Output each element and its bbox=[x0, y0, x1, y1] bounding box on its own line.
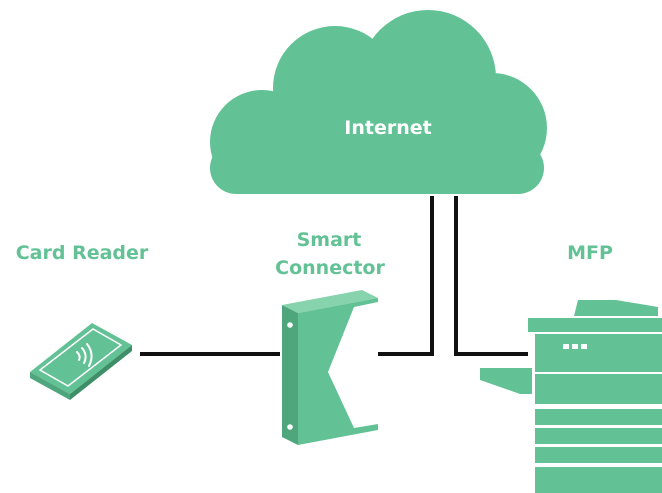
card-reader-icon bbox=[30, 323, 132, 400]
connector-to-internet-line bbox=[378, 196, 434, 356]
internet-label: Internet bbox=[344, 117, 431, 139]
smart-connector-label-line1: Smart bbox=[297, 229, 362, 251]
card-reader: Card Reader bbox=[16, 242, 149, 400]
contactless-waves-icon bbox=[76, 343, 93, 367]
internet-to-mfp-line bbox=[454, 196, 528, 356]
mfp: MFP bbox=[480, 242, 662, 493]
control-panel-buttons bbox=[563, 344, 587, 349]
internet-cloud: Internet bbox=[210, 10, 547, 194]
printer-icon bbox=[480, 300, 662, 493]
smart-connector-label-line2: Connector bbox=[275, 257, 385, 279]
mfp-label: MFP bbox=[567, 242, 613, 264]
smart-connector-icon bbox=[282, 290, 378, 445]
cloud-icon bbox=[210, 10, 547, 194]
connections bbox=[140, 196, 528, 356]
smart-connector: Smart Connector bbox=[275, 229, 385, 445]
card-reader-label: Card Reader bbox=[16, 242, 149, 264]
